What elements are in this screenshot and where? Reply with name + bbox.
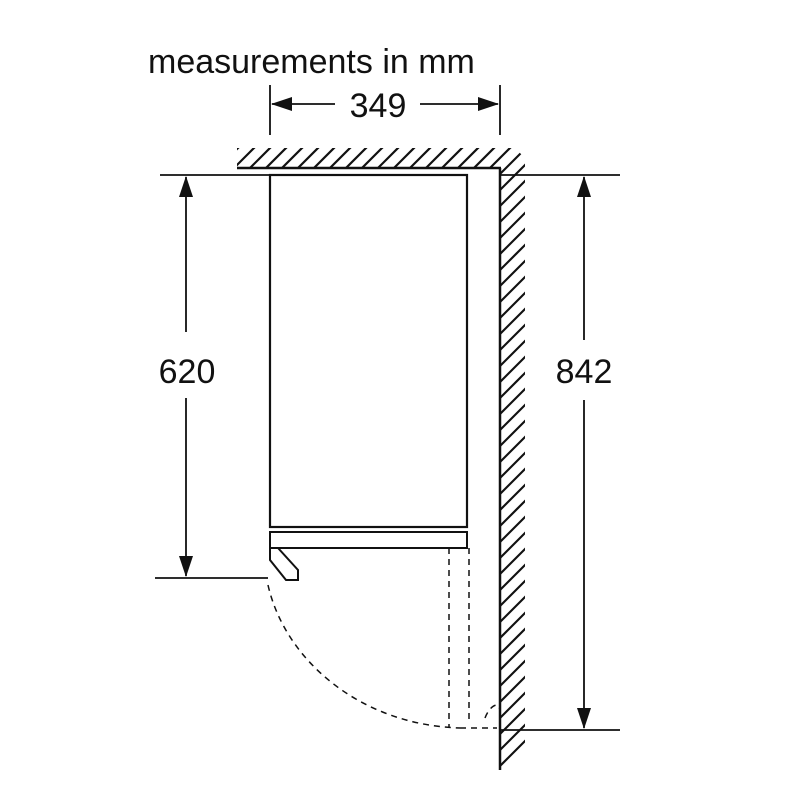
hatch-line xyxy=(237,148,247,770)
door-swing-path xyxy=(267,548,501,729)
hatch-line xyxy=(554,140,800,800)
hatch-line xyxy=(618,140,800,800)
hatch-line xyxy=(393,148,525,770)
hatch-line xyxy=(237,148,295,770)
appliance-door xyxy=(269,531,468,549)
depth-dimension xyxy=(155,174,270,579)
hatch-line xyxy=(538,140,800,800)
hatch-line xyxy=(425,148,525,770)
hatch-line xyxy=(570,140,800,800)
depth-label: 620 xyxy=(159,353,216,391)
width-label: 349 xyxy=(350,87,407,125)
hatch-line xyxy=(237,148,525,770)
hatch-line xyxy=(505,148,525,770)
height-label: 842 xyxy=(556,353,613,391)
measurements-title: measurements in mm xyxy=(148,43,475,81)
hatch-line xyxy=(237,148,525,770)
hatch-line xyxy=(489,148,525,770)
hatch-line xyxy=(409,148,525,770)
hatch-line xyxy=(0,140,230,800)
hatch-line xyxy=(237,148,263,770)
appliance-body xyxy=(268,173,469,529)
hatch-line xyxy=(237,148,279,770)
hatch-line xyxy=(237,148,525,770)
hatch-line xyxy=(521,148,525,770)
hatch-line xyxy=(441,148,525,770)
hatch-line xyxy=(237,148,311,770)
door-handle xyxy=(269,547,299,581)
width-dimension xyxy=(269,85,501,135)
height-dimension xyxy=(500,174,620,731)
hatch-line xyxy=(602,140,800,800)
hatch-line xyxy=(586,140,800,800)
